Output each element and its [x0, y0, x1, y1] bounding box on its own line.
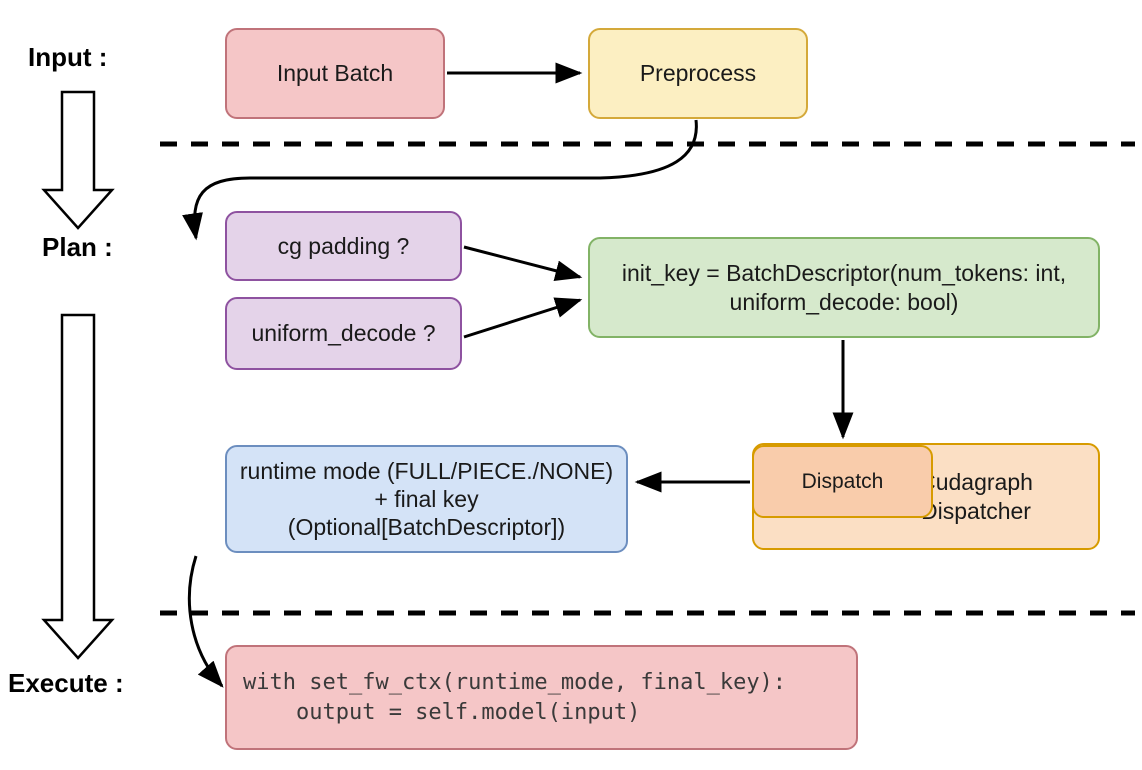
node-uniform-decode[interactable]: uniform_decode ?	[225, 297, 462, 370]
node-runtime-mode-label: runtime mode (FULL/PIECE./NONE) + final …	[239, 457, 614, 541]
block-arrow-plan-to-execute	[41, 313, 115, 660]
node-init-key[interactable]: init_key = BatchDescriptor(num_tokens: i…	[588, 237, 1100, 338]
block-arrow-input-to-plan	[41, 90, 115, 230]
node-cg-padding-label: cg padding ?	[277, 232, 410, 259]
node-input-batch-label: Input Batch	[276, 60, 394, 87]
node-execute-code[interactable]: with set_fw_ctx(runtime_mode, final_key)…	[225, 645, 858, 750]
edge-uniform-decode-to-init-key	[463, 297, 583, 339]
node-preprocess[interactable]: Preprocess	[588, 28, 808, 119]
edge-cg-padding-to-init-key	[463, 245, 583, 282]
stage-label-plan: Plan :	[42, 232, 113, 262]
node-cg-padding[interactable]: cg padding ?	[225, 211, 462, 281]
node-runtime-mode[interactable]: runtime mode (FULL/PIECE./NONE) + final …	[225, 445, 628, 553]
node-uniform-decode-label: uniform_decode ?	[251, 320, 436, 347]
node-execute-code-text: with set_fw_ctx(runtime_mode, final_key)…	[243, 669, 787, 725]
node-init-key-label: init_key = BatchDescriptor(num_tokens: i…	[621, 260, 1067, 315]
node-dispatch-label: Dispatch	[801, 469, 884, 493]
stage-label-execute: Execute :	[8, 668, 124, 698]
node-input-batch[interactable]: Input Batch	[225, 28, 445, 119]
node-cudagraph-dispatcher-label: Cudagraph Dispatcher	[919, 469, 1033, 524]
edge-runtime-mode-to-execute	[187, 555, 224, 688]
node-preprocess-label: Preprocess	[639, 60, 757, 87]
node-dispatch[interactable]: Dispatch	[752, 445, 933, 518]
stage-label-input: Input :	[28, 42, 108, 72]
